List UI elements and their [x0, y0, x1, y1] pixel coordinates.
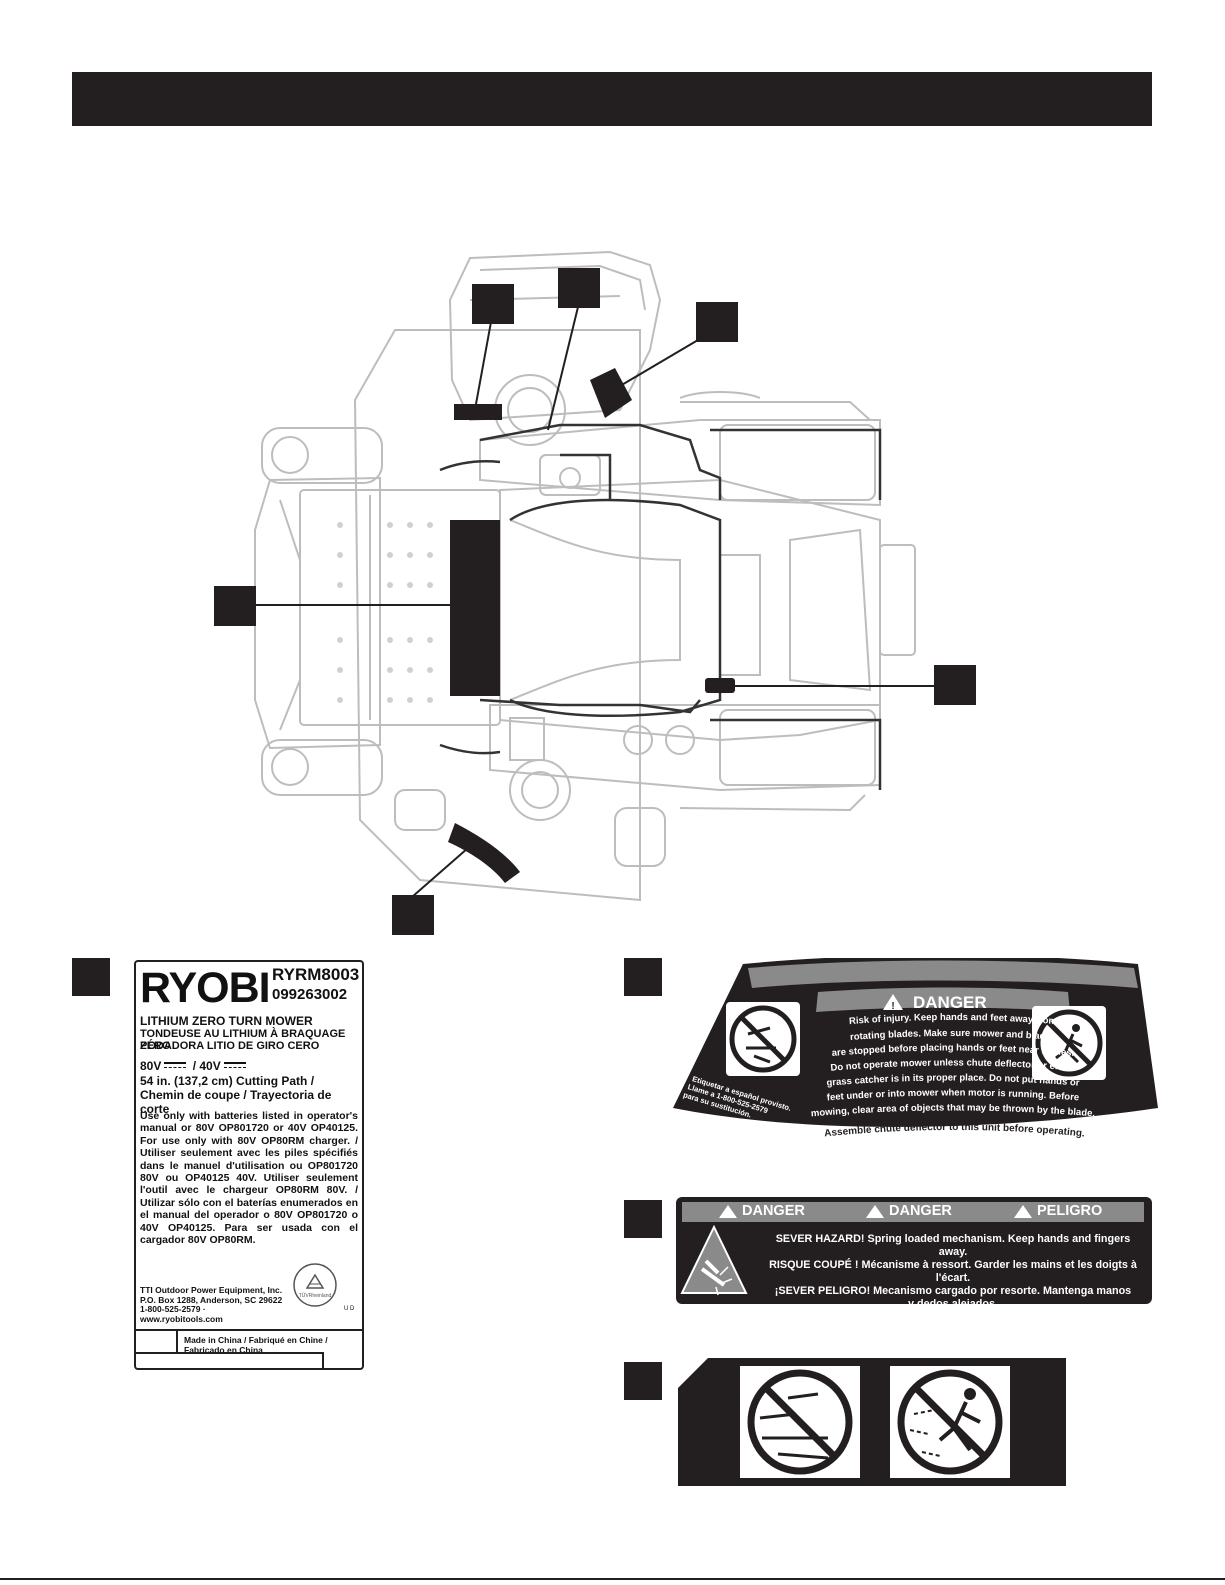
made-in-box: Made in China / Fabriqué en Chine / Fabr… [136, 1329, 362, 1370]
chute-text-line: are stopped before placing hands or feet… [831, 1042, 1074, 1059]
thrown-object-prohibited-icon [1032, 1006, 1106, 1080]
mower-top-view-diagram [214, 250, 976, 935]
ud-mark: U D [344, 1306, 355, 1312]
callout-chute-label [624, 958, 662, 996]
thrown-object-prohibited-icon [890, 1366, 1010, 1478]
bottom-rule [0, 1578, 1225, 1580]
sever-text-line: SEVER HAZARD! Spring loaded mechanism. K… [775, 1233, 1131, 1258]
tuv-text: TÜVRheinland [299, 1292, 332, 1299]
svg-text:!: ! [891, 1001, 894, 1012]
sever-warning-text: SEVER HAZARD! Spring loaded mechanism. K… [760, 1233, 1146, 1311]
warning-triangle-icon: ! [883, 994, 903, 1012]
manufacturer-address: TTI Outdoor Power Equipment, Inc. P.O. B… [140, 1285, 290, 1324]
spring-pinch-hazard-icon [680, 1224, 748, 1296]
dc-symbol-icon [223, 1061, 246, 1072]
header-bar [72, 72, 1152, 126]
voltage-80: 80V [140, 1059, 162, 1073]
address-line: TTI Outdoor Power Equipment, Inc. [140, 1285, 283, 1295]
sever-text-line: RISQUE COUPÉ ! Mécanisme à ressort. Gard… [769, 1259, 1137, 1284]
dc-symbol-icon [164, 1061, 187, 1072]
part-number: 099263002 [272, 986, 348, 1003]
sever-text-line: y dedos alejados. [907, 1298, 998, 1310]
made-in-text: Made in China / Fabriqué en Chine / Fabr… [184, 1335, 328, 1355]
callout-pictogram-label [624, 1362, 662, 1400]
chute-deflector-danger-label: ! DANGER Risk of injury. Keep hands and … [673, 958, 1158, 1140]
chute-text-line: rotating blades. Make sure mower and bla… [850, 1028, 1057, 1043]
cutting-path: 54 in. (137,2 cm) Cutting Path / Chemin … [140, 1074, 332, 1116]
sever-hazard-label: DANGER DANGER PELIGRO SEVER HAZARD! Spri… [676, 1197, 1152, 1310]
title-spanish: PODADORA LITIO DE GIRO CERO [140, 1040, 320, 1052]
sever-header-peligro: PELIGRO [1037, 1203, 1103, 1219]
sever-label-background [676, 1197, 1152, 1304]
warning-triangle-icon [719, 1205, 1032, 1218]
voltage-40: / 40V [192, 1059, 221, 1073]
address-line: 1-800-525-2579 · www.ryobitools.com [140, 1304, 223, 1324]
chute-text-line: Risk of injury. Keep hands and feet away… [849, 1012, 1058, 1027]
pictogram-label [678, 1358, 1066, 1486]
title-english: LITHIUM ZERO TURN MOWER [140, 1014, 313, 1028]
callout-sever-label [624, 1200, 662, 1238]
hand-blade-prohibited-icon [740, 1366, 860, 1478]
rating-label: RYOBI RYRM8003 099263002 LITHIUM ZERO TU… [134, 960, 364, 1370]
chute-text-line: Do not operate mower unless chute deflec… [830, 1057, 1076, 1073]
ryobi-logo: RYOBI [140, 964, 271, 1012]
sever-header-danger-fr: DANGER [889, 1203, 952, 1219]
model-number: RYRM8003 [272, 965, 360, 984]
sever-text-line: ¡SEVER PELIGRO! Mecanismo cargado por re… [774, 1285, 1132, 1297]
tuv-certification-icon: TÜVRheinland [293, 1263, 337, 1307]
sever-header-danger-en: DANGER [742, 1203, 805, 1219]
chute-text-line: grass catcher is in its proper place. Do… [826, 1072, 1080, 1088]
title-french: TONDEUSE AU LITHIUM À BRAQUAGE ZÉRO [140, 1028, 346, 1052]
address-line: P.O. Box 1288, Anderson, SC 29622 [140, 1294, 283, 1305]
voltage-rating: 80V / 40V [140, 1059, 358, 1073]
chute-text-line: feet under or into mower when motor is r… [826, 1087, 1079, 1103]
callout-rating-label [72, 958, 110, 996]
serial-field [136, 1352, 324, 1370]
battery-instructions: Use only with batteries listed in operat… [140, 1110, 358, 1247]
blank-field [136, 1331, 178, 1352]
chute-danger-header: DANGER [913, 993, 987, 1012]
hand-blade-prohibited-icon [726, 1002, 800, 1076]
